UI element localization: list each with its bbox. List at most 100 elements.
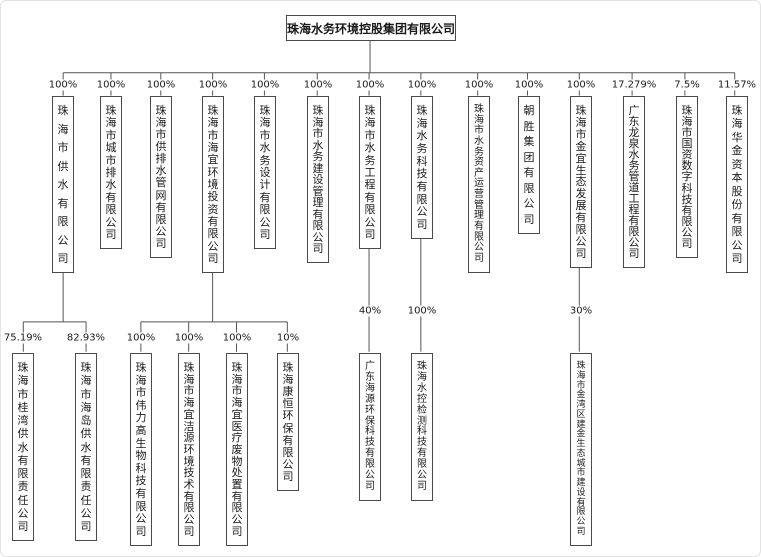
- org-node-char: 环: [207, 165, 219, 179]
- org-node-subsidiary: 珠海市水务建设管理有限公司: [307, 96, 329, 263]
- org-node-char: 海: [183, 396, 195, 410]
- org-node-sub-subsidiary: 珠海市伟力高生物科技有限公司: [130, 353, 152, 546]
- org-node-char: 科: [135, 461, 147, 475]
- org-node-char: 务: [312, 150, 324, 163]
- org-node-char: 珠: [282, 361, 294, 374]
- org-node-char: 司: [681, 236, 693, 250]
- org-node-char: 设: [576, 487, 586, 498]
- org-node-char: 市: [681, 126, 693, 140]
- org-node-char: 市: [57, 141, 69, 154]
- org-node-char: 公: [523, 197, 535, 211]
- ownership-percentage: 100%: [512, 79, 546, 91]
- ownership-percentage: 100%: [248, 79, 282, 91]
- org-node-char: 伟: [135, 398, 147, 412]
- org-node-char: 司: [155, 236, 167, 250]
- org-node-char: 海: [207, 140, 219, 154]
- org-node-char: 市: [105, 153, 117, 167]
- org-node-char: 发: [575, 187, 587, 201]
- org-node-char: 珠: [416, 104, 428, 117]
- org-node-char: 宜: [207, 153, 219, 167]
- org-node-subsidiary: 珠海市城市排水有限公司: [100, 96, 122, 249]
- org-node-char: 理: [312, 196, 324, 209]
- org-node-char: 展: [575, 199, 587, 213]
- org-node-subsidiary: 朝胜集团有限公司: [518, 96, 540, 234]
- org-node-char: 责: [80, 480, 92, 494]
- org-node-char: 生: [575, 163, 587, 177]
- ownership-percentage: 100%: [124, 332, 158, 344]
- org-node-char: 供: [57, 159, 69, 173]
- org-node-char: 限: [105, 203, 117, 217]
- org-node-char: 宜: [183, 407, 195, 421]
- org-node-char: 程: [364, 178, 376, 192]
- org-node-char: 海: [80, 374, 92, 388]
- org-node-char: 保: [282, 421, 294, 435]
- org-node-char: 公: [183, 513, 195, 527]
- org-node-char: 限: [576, 507, 586, 518]
- org-node-char: 司: [731, 251, 743, 265]
- ownership-percentage: 100%: [462, 79, 496, 91]
- org-node-char: 海: [731, 117, 743, 131]
- org-node-char: 理: [474, 210, 484, 222]
- org-node-subsidiary: 珠海华金资本股份有限公司: [726, 96, 748, 273]
- org-node-char: 管: [312, 184, 324, 198]
- org-node-char: 管: [155, 176, 167, 190]
- org-node-char: 海: [282, 373, 294, 387]
- org-node-char: 资: [474, 157, 484, 169]
- org-node-char: 司: [523, 212, 535, 226]
- org-node-char: 恒: [282, 397, 294, 411]
- org-node-char: 字: [681, 170, 693, 184]
- org-node-char: 市: [575, 127, 587, 141]
- org-node-char: 限: [57, 215, 69, 228]
- org-node-char: 公: [80, 506, 92, 520]
- org-node-char: 海: [155, 116, 167, 130]
- org-node-char: 处: [231, 466, 243, 480]
- org-node-char: 桂: [17, 400, 29, 414]
- org-node-char: 海: [17, 374, 29, 388]
- org-node-char: 市: [207, 128, 219, 142]
- org-node-char: 朝: [523, 104, 535, 117]
- org-node-char: 环: [365, 404, 375, 416]
- org-node-char: 计: [259, 178, 271, 192]
- org-node-char: 科: [681, 181, 693, 195]
- org-node-char: 海: [57, 122, 69, 136]
- org-node-char: 公: [576, 517, 586, 527]
- org-node-char: 宜: [575, 151, 587, 165]
- org-node-char: 海: [231, 396, 243, 410]
- org-node-char: 有: [259, 190, 271, 204]
- org-node-char: 珠: [17, 361, 29, 374]
- org-node-char: 限: [259, 203, 271, 217]
- org-node-char: 生: [135, 436, 147, 450]
- org-node-char: 珠: [135, 361, 147, 374]
- org-node-char: 泉: [628, 137, 640, 150]
- org-node-char: 珠: [259, 104, 271, 117]
- org-node-char: 海: [576, 370, 586, 381]
- org-node-char: 资: [681, 148, 693, 162]
- org-node-char: 有: [80, 453, 92, 467]
- ownership-percentage: 100%: [564, 79, 598, 91]
- org-node-char: 物: [231, 454, 243, 468]
- org-node-char: 有: [523, 166, 535, 180]
- org-node-subsidiary: 珠海市水务工程有限公司: [359, 96, 381, 249]
- org-node-sub-subsidiary: 珠海市海岛供水有限责任公司: [75, 353, 97, 541]
- org-node-char: 检: [417, 404, 427, 416]
- org-node-char: 建: [312, 161, 324, 175]
- org-node-char: 珠: [231, 361, 243, 374]
- org-node-char: 公: [416, 205, 428, 219]
- org-node-char: 海: [681, 115, 693, 129]
- org-node-char: 公: [417, 470, 427, 482]
- org-node-char: 技: [183, 466, 195, 480]
- org-node-char: 产: [474, 167, 484, 179]
- org-node-char: 珠: [207, 104, 219, 117]
- org-node-char: 有: [364, 190, 376, 204]
- org-node-char: 市: [105, 128, 117, 142]
- org-node-char: 珠: [155, 104, 167, 117]
- org-node-char: 限: [417, 459, 427, 471]
- org-node-char: 务: [474, 146, 484, 158]
- ownership-percentage: 100%: [196, 79, 230, 91]
- org-node-char: 技: [416, 167, 428, 181]
- org-node-char: 市: [17, 387, 29, 401]
- org-node-char: 城: [105, 141, 117, 155]
- org-node-char: 水: [57, 178, 69, 191]
- org-node-char: 湾: [576, 400, 586, 410]
